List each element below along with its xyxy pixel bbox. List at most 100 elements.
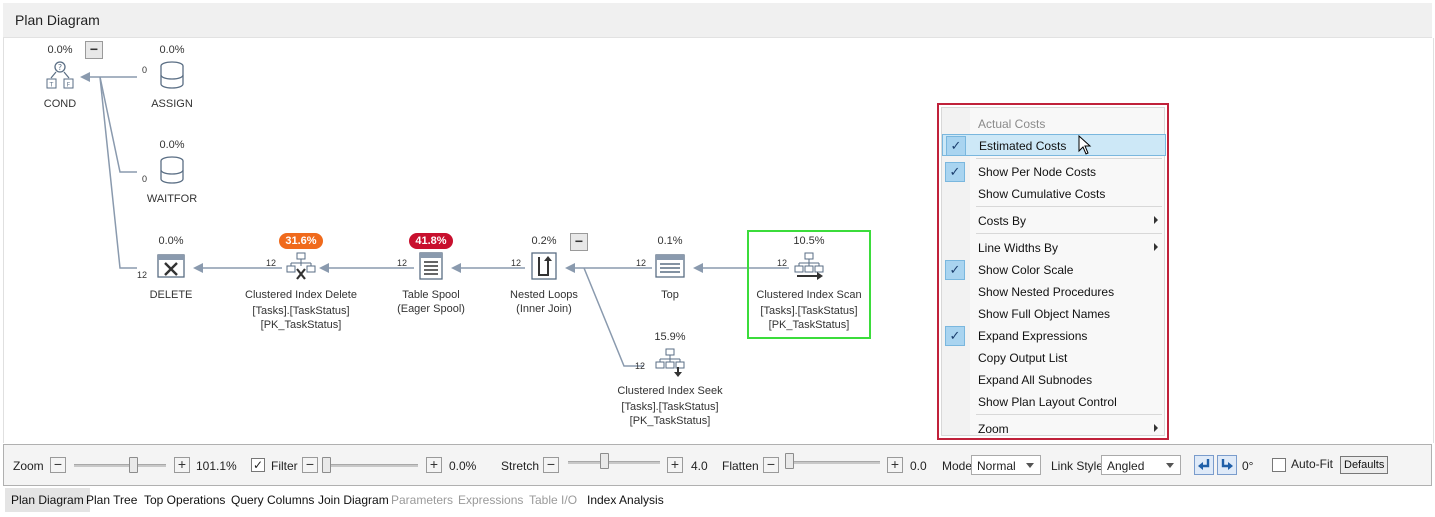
stretch-label: Stretch: [501, 459, 540, 473]
menu-item-zoom[interactable]: Zoom: [942, 418, 1166, 440]
menu-item-label: Expand Expressions: [978, 329, 1088, 343]
menu-item-label: Show Plan Layout Control: [978, 395, 1117, 409]
menu-item-expand-expressions[interactable]: ✓ Expand Expressions: [942, 325, 1166, 347]
plan-diagram-canvas[interactable]: 0.0% ? T F COND − 0.0% ASSIGN 0 0.0% W: [3, 38, 1434, 443]
rotate-left-icon: [1198, 459, 1210, 470]
clustered-index-seek-icon: [655, 348, 685, 377]
node-sublabel: (Inner Join): [516, 303, 572, 315]
plan-node-delete[interactable]: 0.0% DELETE: [140, 233, 202, 302]
tab-expressions[interactable]: Expressions: [458, 493, 524, 507]
tab-index-analysis[interactable]: Index Analysis: [587, 493, 664, 507]
panel-title: Plan Diagram: [15, 12, 100, 28]
rotate-left-button[interactable]: [1194, 455, 1214, 475]
check-icon: ✓: [945, 260, 965, 280]
plan-node-table-spool[interactable]: 41.8% Table Spool (Eager Spool): [384, 233, 478, 316]
menu-item-copy-output-list[interactable]: Copy Output List: [942, 347, 1166, 369]
link-style-select-value: Angled: [1107, 459, 1145, 473]
tab-query-columns[interactable]: Query Columns: [231, 493, 315, 507]
link-style-select[interactable]: Angled: [1101, 455, 1181, 475]
stretch-slider[interactable]: [568, 461, 660, 464]
menu-item-line-widths-by[interactable]: Line Widths By: [942, 237, 1166, 259]
plan-node-assign[interactable]: 0.0% ASSIGN: [142, 42, 202, 111]
delete-icon: [157, 254, 185, 278]
menu-item-show-per-node-costs[interactable]: ✓ Show Per Node Costs: [942, 161, 1166, 183]
menu-item-show-color-scale[interactable]: ✓ Show Color Scale: [942, 259, 1166, 281]
check-icon: ✓: [945, 326, 965, 346]
menu-item-show-plan-layout-control[interactable]: Show Plan Layout Control: [942, 391, 1166, 413]
database-icon: [160, 156, 184, 184]
context-menu: Actual Costs ✓ Estimated Costs ✓ Show Pe…: [937, 103, 1169, 440]
filter-checkbox[interactable]: ✓: [251, 458, 265, 472]
tab-top-operations[interactable]: Top Operations: [144, 493, 226, 507]
tab-join-diagram[interactable]: Join Diagram: [318, 493, 389, 507]
menu-item-label: Show Cumulative Costs: [978, 187, 1106, 201]
node-label: Nested Loops: [510, 289, 578, 301]
menu-separator: [976, 414, 1162, 415]
tab-table-io[interactable]: Table I/O: [529, 493, 578, 507]
node-cost: 0.0%: [47, 44, 73, 56]
tab-plan-diagram[interactable]: Plan Diagram: [5, 488, 90, 512]
row-count: 12: [511, 258, 522, 268]
flatten-decrease-button[interactable]: −: [763, 457, 779, 473]
flatten-slider-thumb[interactable]: [785, 453, 794, 469]
auto-fit-label: Auto-Fit: [1291, 457, 1334, 471]
node-label: COND: [43, 98, 77, 110]
menu-item-estimated-costs[interactable]: ✓ Estimated Costs: [942, 134, 1166, 156]
row-count: 12: [137, 270, 148, 280]
submenu-arrow-icon: [1154, 216, 1158, 224]
flatten-slider[interactable]: [786, 461, 880, 464]
flatten-label: Flatten: [722, 459, 759, 473]
menu-item-show-nested-procedures[interactable]: Show Nested Procedures: [942, 281, 1166, 303]
tab-plan-tree[interactable]: Plan Tree: [86, 493, 138, 507]
submenu-arrow-icon: [1154, 424, 1158, 432]
node-object: [Tasks].[TaskStatus]: [621, 401, 719, 413]
menu-item-label: Expand All Subnodes: [978, 373, 1093, 387]
mode-select[interactable]: Normal: [971, 455, 1041, 475]
top-icon: [655, 254, 685, 278]
menu-item-show-cumulative-costs[interactable]: Show Cumulative Costs: [942, 183, 1166, 205]
auto-fit-checkbox[interactable]: [1272, 458, 1286, 472]
zoom-in-button[interactable]: +: [174, 457, 190, 473]
row-count: 0: [142, 65, 148, 75]
menu-item-label: Actual Costs: [978, 117, 1046, 131]
plan-node-clustered-index-scan[interactable]: 10.5% Clustered Index Scan [Tasks].[Task…: [749, 233, 869, 332]
tab-parameters[interactable]: Parameters: [391, 493, 454, 507]
stretch-decrease-button[interactable]: −: [543, 457, 559, 473]
zoom-slider[interactable]: [74, 464, 166, 467]
row-count: 12: [777, 258, 788, 268]
zoom-out-button[interactable]: −: [50, 457, 66, 473]
menu-item-label: Show Full Object Names: [978, 307, 1111, 321]
rotate-right-button[interactable]: [1217, 455, 1237, 475]
zoom-value: 101.1%: [196, 459, 237, 473]
filter-slider[interactable]: [322, 464, 418, 467]
row-count: 0: [142, 174, 148, 184]
filter-decrease-button[interactable]: −: [302, 457, 318, 473]
node-index: [PK_TaskStatus]: [768, 319, 850, 331]
flatten-increase-button[interactable]: +: [887, 457, 903, 473]
plan-node-nested-loops[interactable]: 0.2% Nested Loops (Inner Join): [504, 233, 584, 316]
stretch-increase-button[interactable]: +: [667, 457, 683, 473]
node-index: [PK_TaskStatus]: [629, 415, 711, 427]
plan-node-clustered-index-seek[interactable]: 15.9% Clustered Index Seek [Tasks].[Task…: [607, 329, 733, 428]
collapse-button-nested-loops[interactable]: −: [570, 233, 588, 251]
plan-node-waitfor[interactable]: 0.0% WAITFOR: [140, 137, 204, 206]
filter-increase-button[interactable]: +: [426, 457, 442, 473]
menu-item-label: Show Nested Procedures: [978, 285, 1115, 299]
filter-slider-thumb[interactable]: [322, 457, 331, 473]
clustered-index-delete-icon: [286, 252, 316, 280]
clustered-index-scan-icon: [794, 252, 824, 280]
stretch-slider-thumb[interactable]: [600, 453, 609, 469]
collapse-button-cond[interactable]: −: [85, 41, 103, 59]
menu-item-label: Zoom: [978, 422, 1009, 436]
zoom-slider-thumb[interactable]: [129, 457, 138, 473]
menu-item-show-full-object-names[interactable]: Show Full Object Names: [942, 303, 1166, 325]
plan-node-cond[interactable]: 0.0% ? T F COND: [34, 42, 86, 111]
defaults-button[interactable]: Defaults: [1340, 456, 1389, 474]
filter-value: 0.0%: [449, 459, 477, 473]
menu-item-costs-by[interactable]: Costs By: [942, 210, 1166, 232]
plan-node-clustered-index-delete[interactable]: 31.6% Clustered Index Delete [Tasks].[Ta…: [236, 233, 366, 332]
plan-node-top[interactable]: 0.1% Top: [640, 233, 700, 302]
menu-item-actual-costs[interactable]: Actual Costs: [942, 113, 1166, 135]
menu-item-expand-all-subnodes[interactable]: Expand All Subnodes: [942, 369, 1166, 391]
row-count: 12: [635, 361, 646, 371]
